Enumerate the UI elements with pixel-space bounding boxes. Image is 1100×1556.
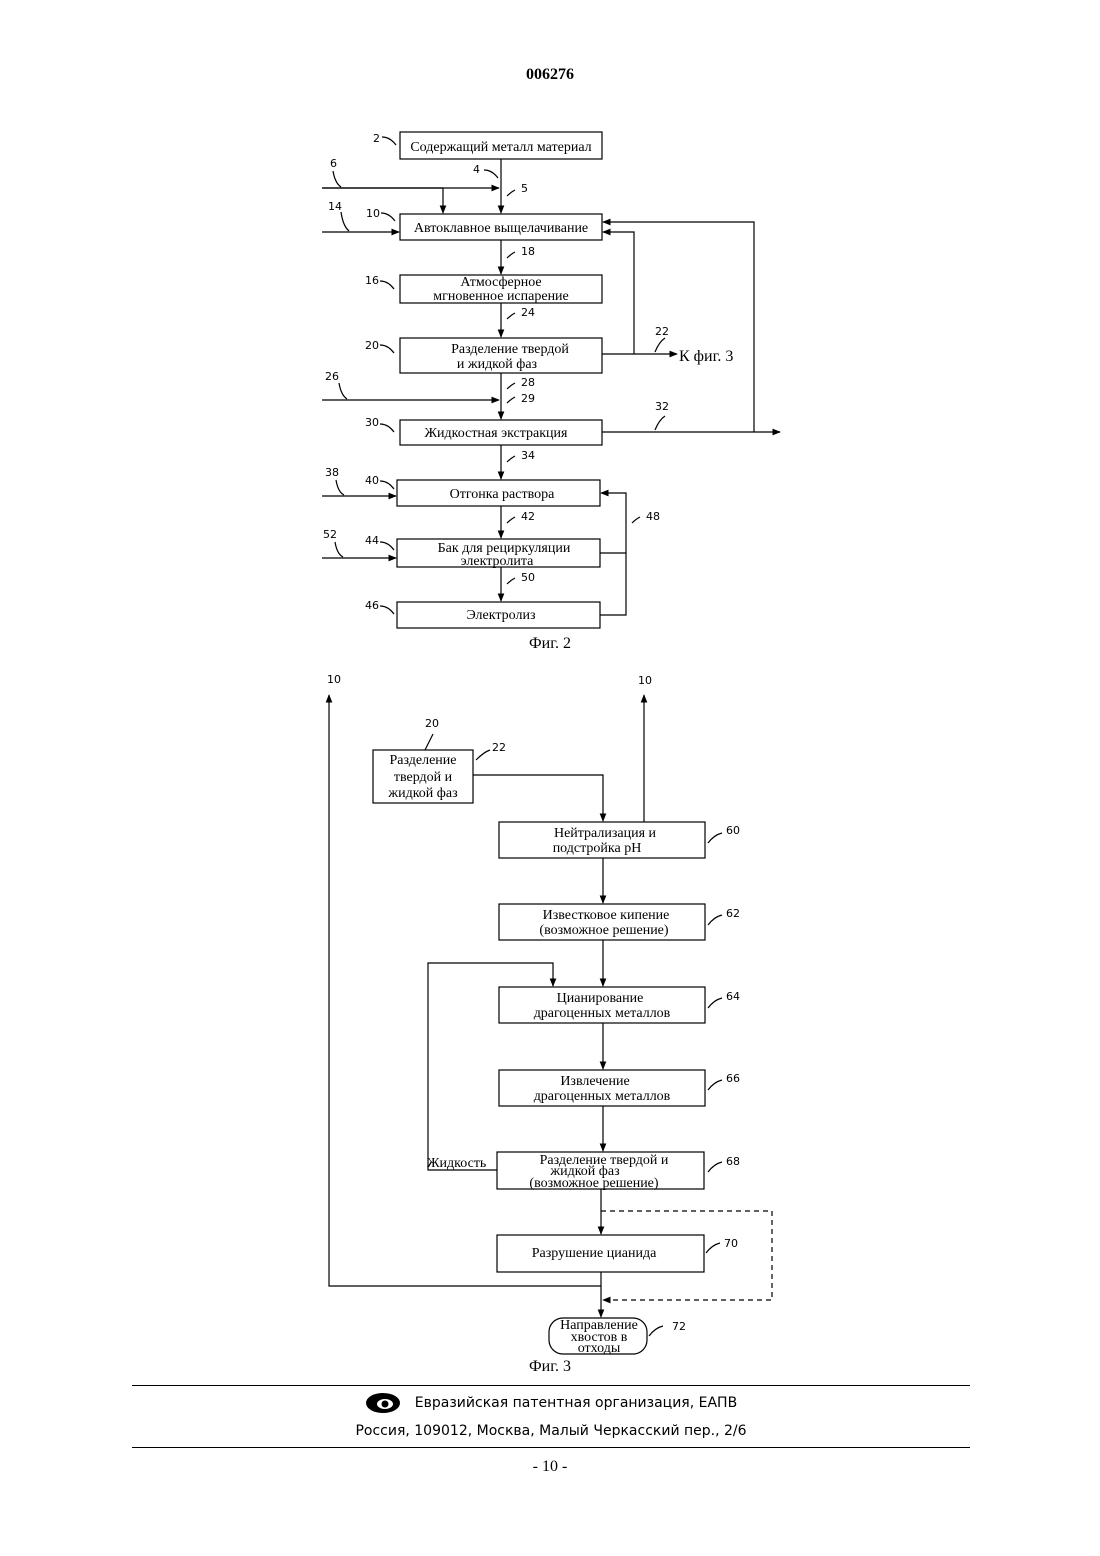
box-f3-separation-line2: твердой и xyxy=(394,770,453,785)
box-solid-liquid-separation: Разделение твердой и жидкой фаз xyxy=(400,338,602,373)
label-48: 48 xyxy=(646,510,660,523)
label-16: 16 xyxy=(365,274,379,287)
box-separation-line2: и жидкой фаз xyxy=(457,357,538,372)
box-autoclave-leaching-text: Автоклавное выщелачивание xyxy=(414,221,588,236)
eapo-logo-icon xyxy=(365,1392,401,1414)
box-lime-boiling-line2: (возможное решение) xyxy=(539,923,668,938)
liquid-label: Жидкость xyxy=(427,1156,486,1171)
label-68: 68 xyxy=(726,1155,740,1168)
figure-2-caption: Фиг. 2 xyxy=(529,635,571,652)
box-precious-recovery: Извлечение драгоценных металлов xyxy=(499,1070,705,1106)
label-38: 38 xyxy=(325,466,339,479)
figure-2-labels: 2 4 5 6 10 14 16 18 20 22 24 26 28 29 30… xyxy=(323,132,733,652)
label-f3-10-left: 10 xyxy=(327,673,341,686)
box-atmospheric-flash: Атмосферное мгновенное испарение xyxy=(400,275,602,304)
label-70: 70 xyxy=(724,1237,738,1250)
box-cyanidation-line1: Цианирование xyxy=(557,991,644,1006)
box-cyanidation-line2: драгоценных металлов xyxy=(534,1006,671,1021)
label-f3-10-right: 10 xyxy=(638,674,652,687)
label-46: 46 xyxy=(365,599,379,612)
box-cyanide-destruction-text: Разрушение цианида xyxy=(532,1246,657,1261)
box-lime-boiling-line1: Известковое кипение xyxy=(543,908,670,923)
label-4: 4 xyxy=(473,163,480,176)
box-cyanide-destruction: Разрушение цианида xyxy=(497,1235,704,1272)
box-tank-line2: электролита xyxy=(461,554,534,569)
process-flow-diagrams: Содержащий металл материал Автоклавное в… xyxy=(0,0,1100,1380)
box-neutralization-line2: подстройка pH xyxy=(553,841,642,856)
label-f3-20: 20 xyxy=(425,717,439,730)
box-liquid-extraction-text: Жидкостная экстракция xyxy=(425,426,569,441)
box-f3-separation: Разделение твердой и жидкой фаз xyxy=(373,750,473,803)
label-40: 40 xyxy=(365,474,379,487)
box-neutralization-line1: Нейтрализация и xyxy=(554,826,657,841)
label-24: 24 xyxy=(521,306,535,319)
box-atmospheric-flash-line1: Атмосферное xyxy=(460,275,541,290)
label-72: 72 xyxy=(672,1320,686,1333)
box-stripping: Отгонка раствора xyxy=(397,480,600,506)
figure-3-caption: Фиг. 3 xyxy=(529,1358,571,1375)
label-50: 50 xyxy=(521,571,535,584)
label-64: 64 xyxy=(726,990,740,1003)
to-figure-3-label: К фиг. 3 xyxy=(679,348,733,365)
box-precious-recovery-line1: Извлечение xyxy=(560,1074,629,1089)
box-cyanidation: Цианирование драгоценных металлов xyxy=(499,987,705,1023)
box-f3-separation-2-line3: (возможное решение) xyxy=(529,1176,658,1191)
figure-3: Разделение твердой и жидкой фаз Нейтрали… xyxy=(329,695,772,1356)
box-tailings: Направление хвостов в отходы xyxy=(549,1318,647,1356)
box-f3-separation-line3: жидкой фаз xyxy=(387,786,458,801)
address: Россия, 109012, Москва, Малый Черкасский… xyxy=(132,1423,970,1439)
label-29: 29 xyxy=(521,392,535,405)
label-52: 52 xyxy=(323,528,337,541)
label-5: 5 xyxy=(521,182,528,195)
organization-line: Евразийская патентная организация, ЕАПВ xyxy=(132,1392,970,1414)
box-lime-boiling: Известковое кипение (возможное решение) xyxy=(499,904,705,940)
label-30: 30 xyxy=(365,416,379,429)
box-stripping-text: Отгонка раствора xyxy=(450,487,555,502)
box-precious-recovery-line2: драгоценных металлов xyxy=(534,1089,671,1104)
organization-name: Евразийская патентная организация, ЕАПВ xyxy=(415,1395,737,1411)
label-22: 22 xyxy=(655,325,669,338)
label-32: 32 xyxy=(655,400,669,413)
label-60: 60 xyxy=(726,824,740,837)
label-34: 34 xyxy=(521,449,535,462)
footer: Евразийская патентная организация, ЕАПВ … xyxy=(132,1385,970,1448)
box-metal-material: Содержащий металл материал xyxy=(400,132,602,159)
box-autoclave-leaching: Автоклавное выщелачивание xyxy=(400,214,602,240)
label-66: 66 xyxy=(726,1072,740,1085)
label-6: 6 xyxy=(330,157,337,170)
box-liquid-extraction: Жидкостная экстракция xyxy=(400,420,602,445)
box-tailings-line3: отходы xyxy=(578,1341,621,1356)
box-electrolysis: Электролиз xyxy=(397,602,600,628)
box-f3-separation-2: Разделение твердой и жидкой фаз (возможн… xyxy=(497,1152,704,1191)
box-metal-material-text: Содержащий металл материал xyxy=(410,140,591,155)
box-neutralization: Нейтрализация и подстройка pH xyxy=(499,822,705,858)
box-atmospheric-flash-line2: мгновенное испарение xyxy=(433,289,569,304)
label-20: 20 xyxy=(365,339,379,352)
figure-2: Содержащий металл материал Автоклавное в… xyxy=(322,132,780,628)
label-2: 2 xyxy=(373,132,380,145)
box-f3-separation-line1: Разделение xyxy=(389,753,456,768)
label-42: 42 xyxy=(521,510,535,523)
box-electrolyte-tank: Бак для рециркуляции электролита xyxy=(397,539,600,569)
label-14: 14 xyxy=(328,200,342,213)
label-10: 10 xyxy=(366,207,380,220)
label-44: 44 xyxy=(365,534,379,547)
label-f3-22: 22 xyxy=(492,741,506,754)
label-18: 18 xyxy=(521,245,535,258)
page-number: - 10 - xyxy=(0,1458,1100,1476)
box-separation-line1: Разделение твердой xyxy=(451,342,569,357)
label-62: 62 xyxy=(726,907,740,920)
box-electrolysis-text: Электролиз xyxy=(467,608,536,623)
label-28: 28 xyxy=(521,376,535,389)
label-26: 26 xyxy=(325,370,339,383)
